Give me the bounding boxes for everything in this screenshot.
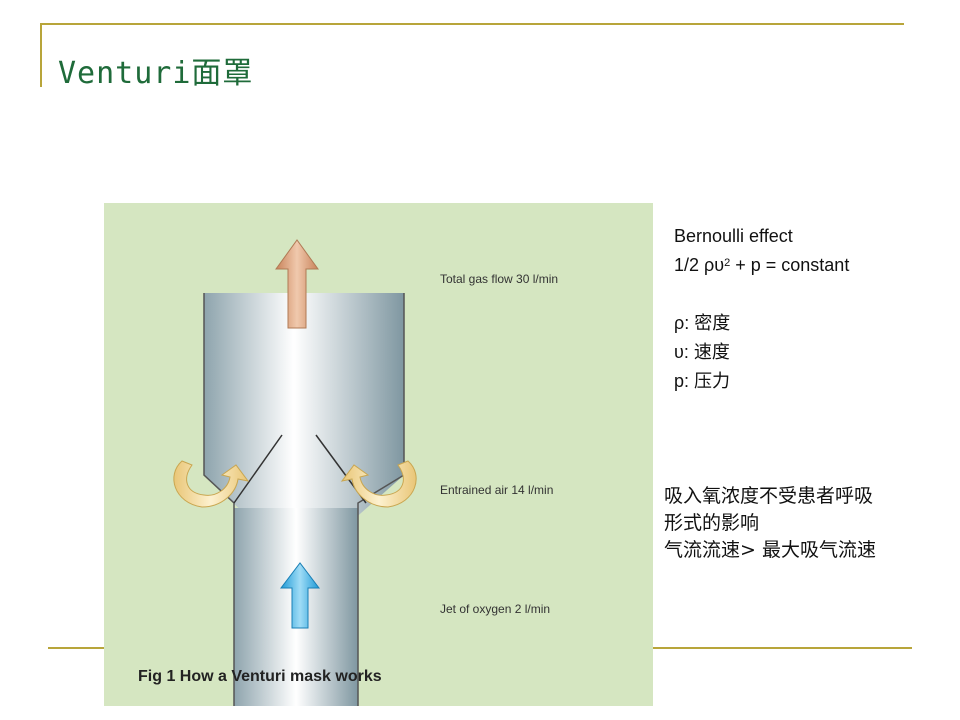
rho-definition: ρ: 密度 <box>674 313 731 333</box>
bernoulli-formula: 1/2 ρυ2 + p = constant <box>674 255 850 275</box>
mixing-chamber <box>204 293 404 521</box>
oxygen-jet-arrow <box>279 562 321 629</box>
top-rule <box>40 23 904 25</box>
venturi-diagram <box>173 239 417 706</box>
venturi-figure: Total gas flow 30 l/min Entrained air 14… <box>104 203 653 706</box>
oxygen-jet-label: Jet of oxygen 2 l/min <box>440 602 551 616</box>
bernoulli-heading: Bernoulli effect <box>674 226 793 246</box>
entrained-air-arrow-right <box>340 460 417 508</box>
total-flow-arrow <box>275 239 319 329</box>
slide-title: Venturi面罩 <box>58 56 254 91</box>
pressure-definition: p: 压力 <box>674 371 731 391</box>
note-line: 吸入氧浓度不受患者呼吸 <box>664 485 874 507</box>
entrained-air-arrow-left <box>173 460 250 508</box>
bernoulli-panel: Bernoulli effect 1/2 ρυ2 + p = constant … <box>674 222 849 396</box>
note-line: 形式的影响 <box>664 512 760 534</box>
total-flow-label: Total gas flow 30 l/min <box>440 272 559 286</box>
figure-caption: Fig 1 How a Venturi mask works <box>138 668 382 685</box>
note-line: 气流流速> 最大吸气流速 <box>664 539 876 561</box>
note-block: 吸入氧浓度不受患者呼吸 形式的影响 气流流速> 最大吸气流速 <box>664 483 876 564</box>
entrained-air-label: Entrained air 14 l/min <box>440 483 554 497</box>
upsilon-definition: υ: 速度 <box>674 342 730 362</box>
left-rule <box>40 23 42 87</box>
